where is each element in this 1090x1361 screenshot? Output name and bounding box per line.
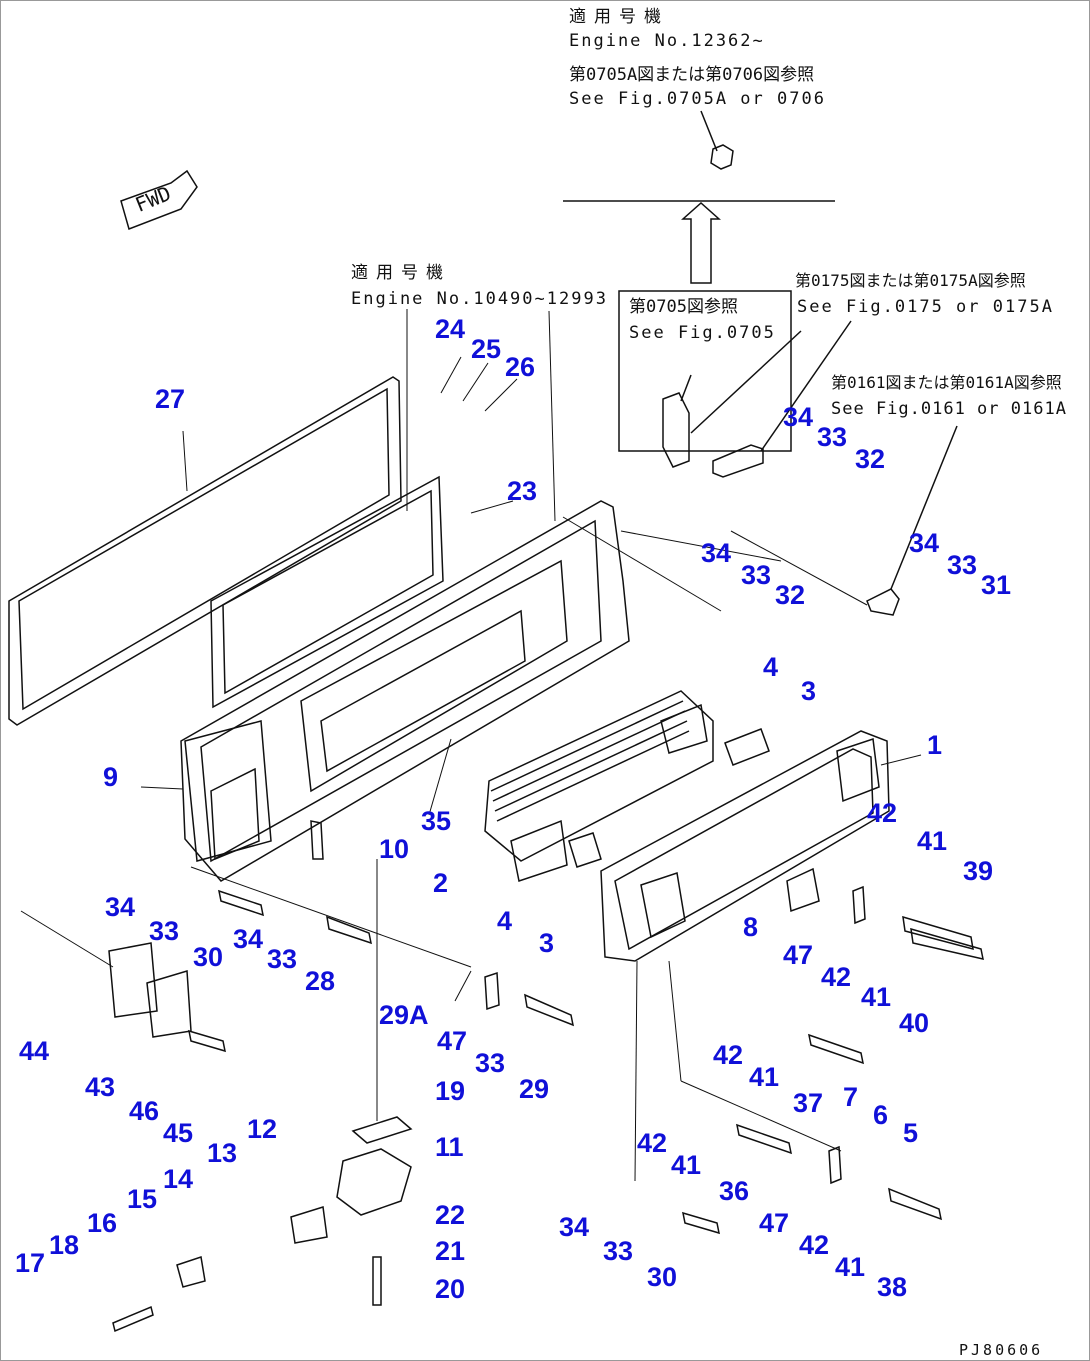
reference-a-jp: 第0705A図または第0706図参照 [569, 65, 815, 85]
reference-d-jp: 第0161図または第0161A図参照 [831, 373, 1062, 392]
callout: 9 [103, 762, 119, 792]
callout: 7 [843, 1082, 859, 1112]
callout: 33 [475, 1048, 506, 1078]
reference-d-en: See Fig.0161 or 0161A [831, 399, 1067, 419]
callout: 33 [603, 1236, 634, 1266]
callout: 26 [505, 352, 536, 382]
callout: 34 [105, 892, 136, 922]
callout: 28 [305, 966, 336, 996]
callout: 13 [207, 1138, 238, 1168]
callout: 16 [87, 1208, 118, 1238]
callout: 41 [835, 1252, 866, 1282]
callout: 41 [749, 1062, 780, 1092]
callout: 33 [267, 944, 298, 974]
callout: 11 [435, 1132, 464, 1162]
callout: 32 [855, 444, 886, 474]
callout: 46 [129, 1096, 160, 1126]
reference-a-en: See Fig.0705A or 0706 [569, 89, 826, 109]
callout: 47 [783, 940, 814, 970]
callout: 34 [559, 1212, 590, 1242]
callout: 14 [163, 1164, 194, 1194]
callout: 5 [903, 1118, 919, 1148]
callout: 41 [861, 982, 892, 1012]
engine-range-a: Engine No.12362~ [569, 31, 765, 51]
callout: 12 [247, 1114, 278, 1144]
callout: 15 [127, 1184, 158, 1214]
callout: 33 [817, 422, 848, 452]
callout: 36 [719, 1176, 750, 1206]
callout: 33 [741, 560, 772, 590]
callout: 34 [783, 402, 814, 432]
reference-b-jp: 第0705図参照 [629, 297, 738, 317]
callout: 42 [821, 962, 852, 992]
callout: 4 [497, 906, 513, 936]
callout: 42 [637, 1128, 668, 1158]
callout: 22 [435, 1200, 466, 1230]
callout: 18 [49, 1230, 80, 1260]
reference-b-en: See Fig.0705 [629, 323, 776, 343]
callout: 41 [671, 1150, 702, 1180]
callout: 40 [899, 1008, 930, 1038]
callout: 42 [799, 1230, 830, 1260]
callout: 33 [149, 916, 180, 946]
callout: 8 [743, 912, 759, 942]
callout: 30 [647, 1262, 678, 1292]
callout: 34 [909, 528, 940, 558]
callout: 38 [877, 1272, 908, 1302]
callout: 47 [437, 1026, 468, 1056]
callout: 24 [435, 314, 466, 344]
callout: 27 [155, 384, 186, 414]
callout: 34 [701, 538, 732, 568]
callout: 4 [763, 652, 779, 682]
callout: 35 [421, 806, 452, 836]
callout: 25 [471, 334, 502, 364]
callout: 19 [435, 1076, 466, 1106]
callout: 3 [539, 928, 555, 958]
callout: 1 [927, 730, 943, 760]
callout: 39 [963, 856, 994, 886]
callout: 34 [233, 924, 264, 954]
callout: 20 [435, 1274, 466, 1304]
callout: 10 [379, 834, 410, 864]
callout: 43 [85, 1072, 116, 1102]
callout: 23 [507, 476, 538, 506]
callout: 6 [873, 1100, 889, 1130]
callout: 32 [775, 580, 806, 610]
callout: 45 [163, 1118, 194, 1148]
applicable-label-a: 適用号機 [569, 7, 669, 27]
applicable-label-b: 適用号機 [351, 263, 451, 283]
callout: 21 [435, 1236, 466, 1266]
callout: 42 [713, 1040, 744, 1070]
reference-c-en: See Fig.0175 or 0175A [797, 297, 1054, 317]
callout: 31 [981, 570, 1012, 600]
callout: 37 [793, 1088, 824, 1118]
callout: 44 [19, 1036, 50, 1066]
callout: 17 [15, 1248, 46, 1278]
callout: 2 [433, 868, 449, 898]
callout: 42 [867, 798, 898, 828]
engine-range-b: Engine No.10490~12993 [351, 289, 608, 309]
callout: 33 [947, 550, 978, 580]
callout: 41 [917, 826, 948, 856]
reference-c-jp: 第0175図または第0175A図参照 [795, 271, 1026, 290]
callout: 30 [193, 942, 224, 972]
callout: 29A [379, 1000, 429, 1030]
drawing-code: PJ80606 [959, 1341, 1044, 1359]
callout: 3 [801, 676, 817, 706]
callout: 47 [759, 1208, 790, 1238]
callout: 29 [519, 1074, 550, 1104]
